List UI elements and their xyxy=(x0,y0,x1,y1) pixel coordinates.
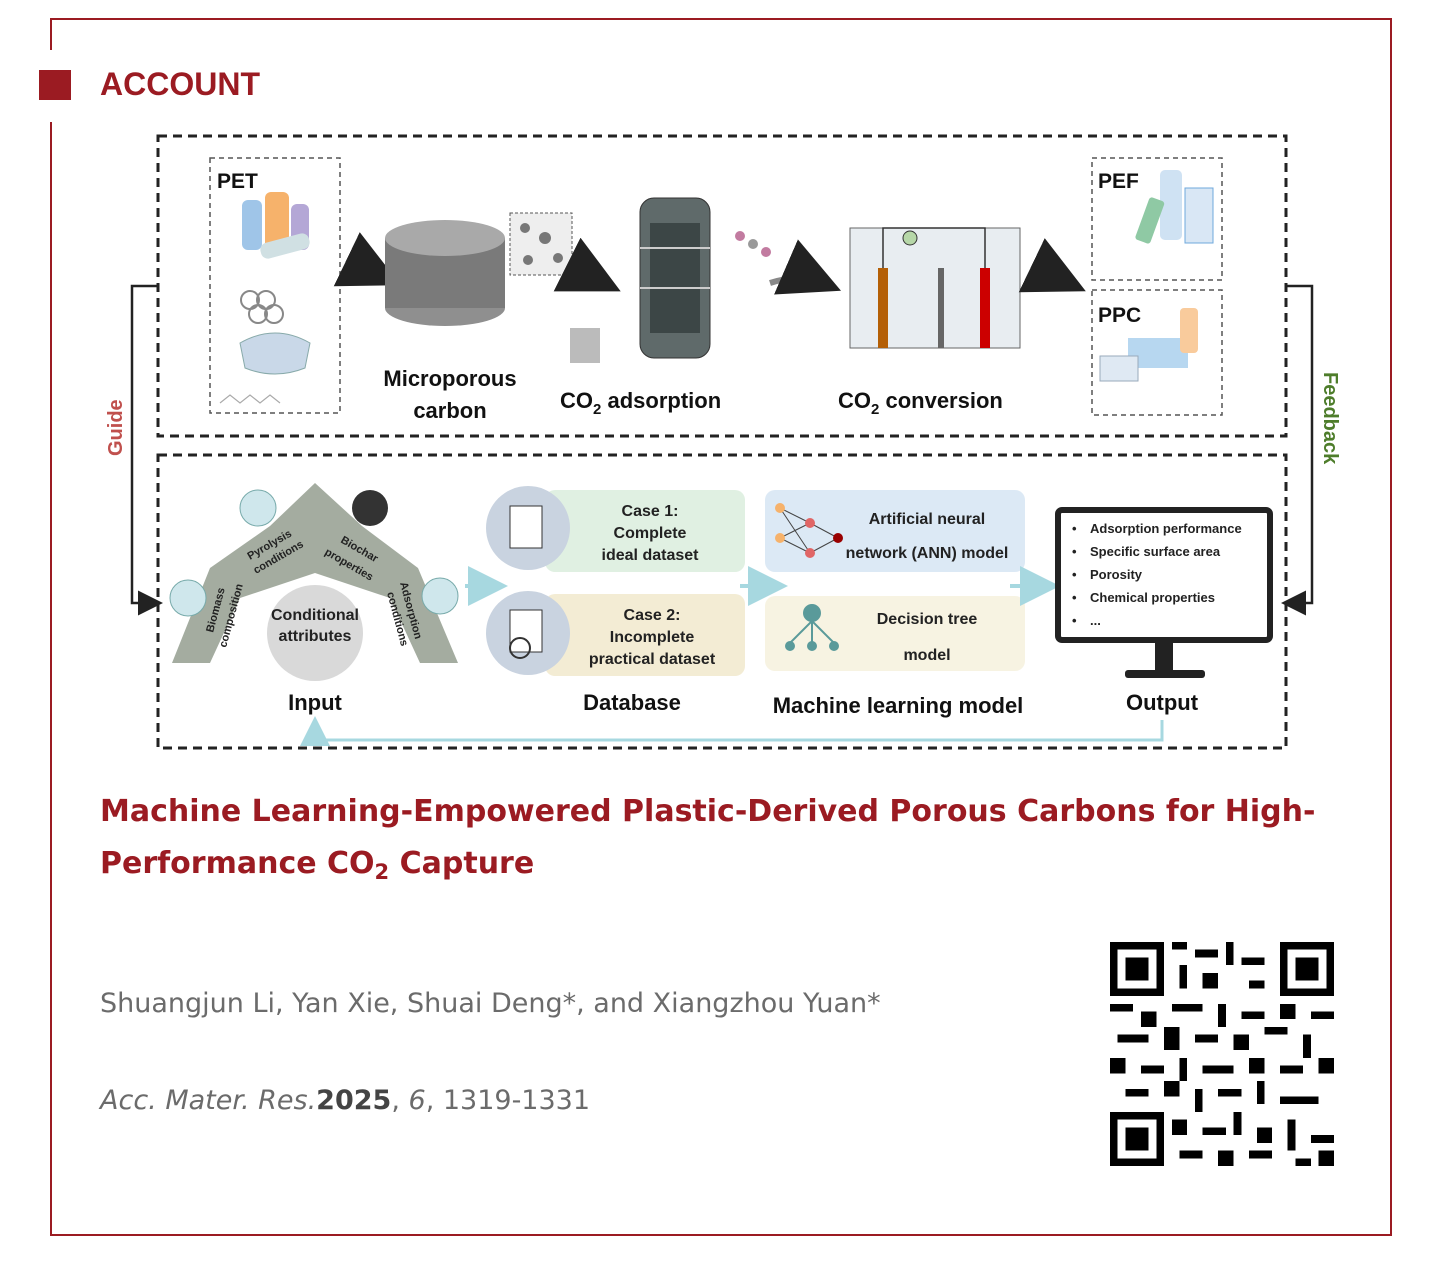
input-center-label-2: attributes xyxy=(279,628,352,645)
microporous-carbon-icon xyxy=(385,212,573,326)
database-case2 xyxy=(486,591,745,676)
tree-line2: model xyxy=(903,647,950,664)
output-item-1: Adsorption performance xyxy=(1090,521,1242,536)
co2-conversion-label: CO2 conversion xyxy=(838,388,1003,418)
page-range: , 1319-1331 xyxy=(425,1085,591,1116)
adsorption-conditions-icon xyxy=(421,577,459,615)
article-card-border xyxy=(50,18,1392,1236)
output-item-4: Chemical properties xyxy=(1090,590,1215,605)
journal-name: Acc. Mater. Res. xyxy=(100,1085,317,1116)
svg-text:•: • xyxy=(1072,590,1077,605)
publication-year: 2025 xyxy=(316,1085,392,1116)
ann-line1: Artificial neural xyxy=(869,511,985,528)
case1-line3: ideal dataset xyxy=(602,547,700,564)
input-fan xyxy=(169,483,459,681)
case2-line2: Incomplete xyxy=(610,629,695,646)
svg-text:•: • xyxy=(1072,567,1077,582)
tree-line1: Decision tree xyxy=(877,611,978,628)
decision-tree-model xyxy=(765,596,1025,671)
pet-label: PET xyxy=(217,170,258,193)
svg-text:•: • xyxy=(1072,544,1077,559)
mask-icon xyxy=(239,332,311,375)
ann-line2: network (ANN) model xyxy=(846,545,1009,562)
feedback-connector xyxy=(1281,284,1314,616)
graphical-abstract: Guide Feedback PET Microporous carbon xyxy=(100,128,1345,753)
output-bullets: • xyxy=(1072,521,1077,536)
pyrolysis-icon xyxy=(239,489,277,527)
input-label: Input xyxy=(288,690,342,715)
case2-title: Case 2: xyxy=(624,607,681,624)
biomass-icon xyxy=(169,579,207,617)
monitor-icon xyxy=(1055,507,1273,678)
case1-title: Case 1: xyxy=(622,503,679,520)
decision-tree-icon xyxy=(785,604,839,651)
pef-label: PEF xyxy=(1098,170,1139,193)
bottom-panel-box xyxy=(156,453,1288,750)
microporous-carbon-label: Microporous xyxy=(383,366,516,391)
output-label: Output xyxy=(1126,690,1199,715)
feedback-label: Feedback xyxy=(1319,372,1341,465)
pet-feedstock-box: PET xyxy=(209,157,341,414)
ppc-label: PPC xyxy=(1098,304,1141,327)
biochar-icon xyxy=(352,490,388,526)
volume-number: 6 xyxy=(408,1085,426,1116)
output-item-2: Specific surface area xyxy=(1090,544,1221,559)
output-item-5: ... xyxy=(1090,613,1101,628)
database-label: Database xyxy=(583,690,681,715)
database-case1 xyxy=(486,486,745,572)
section-label: ACCOUNT xyxy=(100,66,260,102)
guide-connector xyxy=(130,284,163,616)
case2-line3: practical dataset xyxy=(589,651,716,668)
ml-label: Machine learning model xyxy=(773,693,1024,718)
co2-adsorption-label: CO2 adsorption xyxy=(560,388,721,418)
input-center-label: Conditional xyxy=(271,607,359,624)
author-list: Shuangjun Li, Yan Xie, Shuai Deng*, and … xyxy=(100,988,881,1019)
qr-code[interactable] xyxy=(1110,942,1334,1166)
ppc-product-box: PPC xyxy=(1091,289,1223,416)
bottle-icon xyxy=(242,200,262,250)
citation: Acc. Mater. Res.2025, 6, 1319-1331 xyxy=(100,1085,591,1116)
guide-label: Guide xyxy=(105,399,127,456)
article-title[interactable]: Machine Learning-Empowered Plastic-Deriv… xyxy=(100,794,1316,884)
svg-text:•: • xyxy=(1072,613,1077,628)
output-item-3: Porosity xyxy=(1090,567,1143,582)
case1-line2: Complete xyxy=(614,525,687,542)
adsorption-column-icon xyxy=(570,197,771,363)
ann-model xyxy=(765,490,1025,572)
electrolysis-cell-icon xyxy=(849,227,1021,349)
pef-product-box: PEF xyxy=(1091,157,1223,281)
section-marker-square xyxy=(39,70,71,100)
neural-network-icon xyxy=(779,507,839,554)
return-connector xyxy=(300,716,1164,746)
microporous-carbon-label-2: carbon xyxy=(413,398,486,423)
